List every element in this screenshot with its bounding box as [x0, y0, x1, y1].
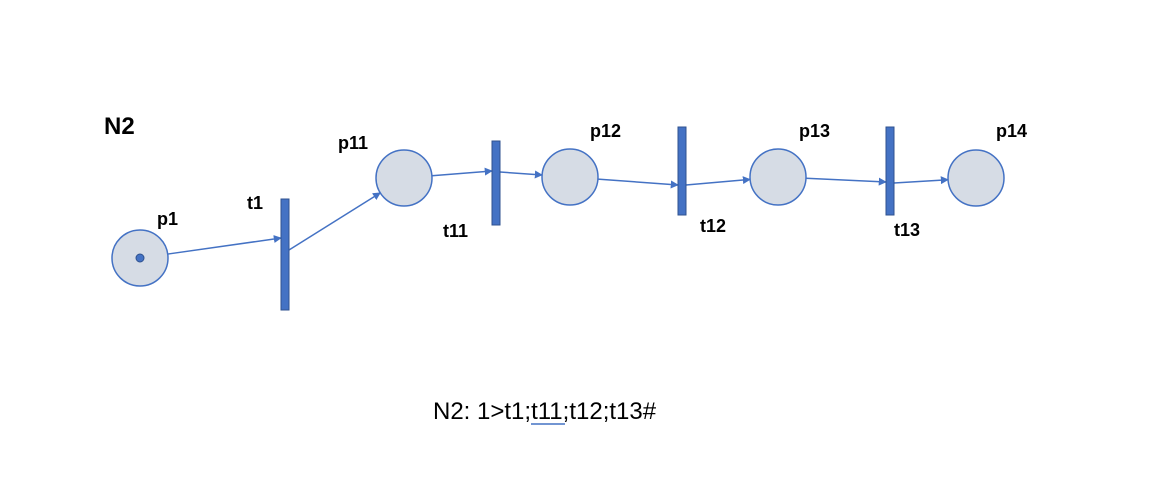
arc-p12-t12 — [597, 178, 679, 189]
arc-t13-p14 — [893, 176, 949, 185]
place-label-p13: p13 — [799, 121, 830, 141]
labels-layer: p1 p11 p12 p13 p14 t1 t11 t12 t13 — [157, 121, 1027, 241]
sequence-suffix: ;t11;t12;t13# — [524, 398, 656, 425]
transition-t12 — [677, 126, 687, 216]
token-p1 — [135, 253, 145, 263]
transition-t1 — [280, 198, 290, 311]
net-title: N2 — [104, 113, 135, 140]
arc-t11-p12 — [499, 170, 543, 179]
arc-p13-t13 — [805, 177, 887, 186]
place-label-p12: p12 — [590, 121, 621, 141]
place-p14 — [947, 149, 1005, 207]
transitions-layer — [280, 126, 895, 311]
transition-label-t11: t11 — [443, 221, 468, 241]
place-label-p11: p11 — [338, 133, 368, 153]
sequence-prefix: N2: 1> — [433, 398, 504, 425]
place-label-p1: p1 — [157, 209, 178, 229]
transition-t13 — [885, 126, 895, 216]
transition-label-t13: t13 — [894, 220, 920, 240]
sequence-underlined: t1 — [504, 398, 524, 425]
firing-sequence: N2: 1>t1;t11;t12;t13# — [433, 398, 657, 425]
arc-t1-p11 — [288, 192, 381, 251]
place-label-p14: p14 — [996, 121, 1027, 141]
arc-p1-t1 — [167, 235, 282, 255]
transition-label-t12: t12 — [700, 216, 726, 236]
arc-t12-p13 — [685, 176, 751, 186]
arc-p11-t11 — [431, 167, 493, 177]
place-p12 — [541, 148, 599, 206]
place-p13 — [749, 148, 807, 206]
places-layer — [111, 148, 1005, 287]
place-p11 — [375, 149, 433, 207]
arcs-layer — [167, 167, 949, 255]
transition-t11 — [491, 140, 501, 226]
transition-label-t1: t1 — [247, 193, 263, 213]
